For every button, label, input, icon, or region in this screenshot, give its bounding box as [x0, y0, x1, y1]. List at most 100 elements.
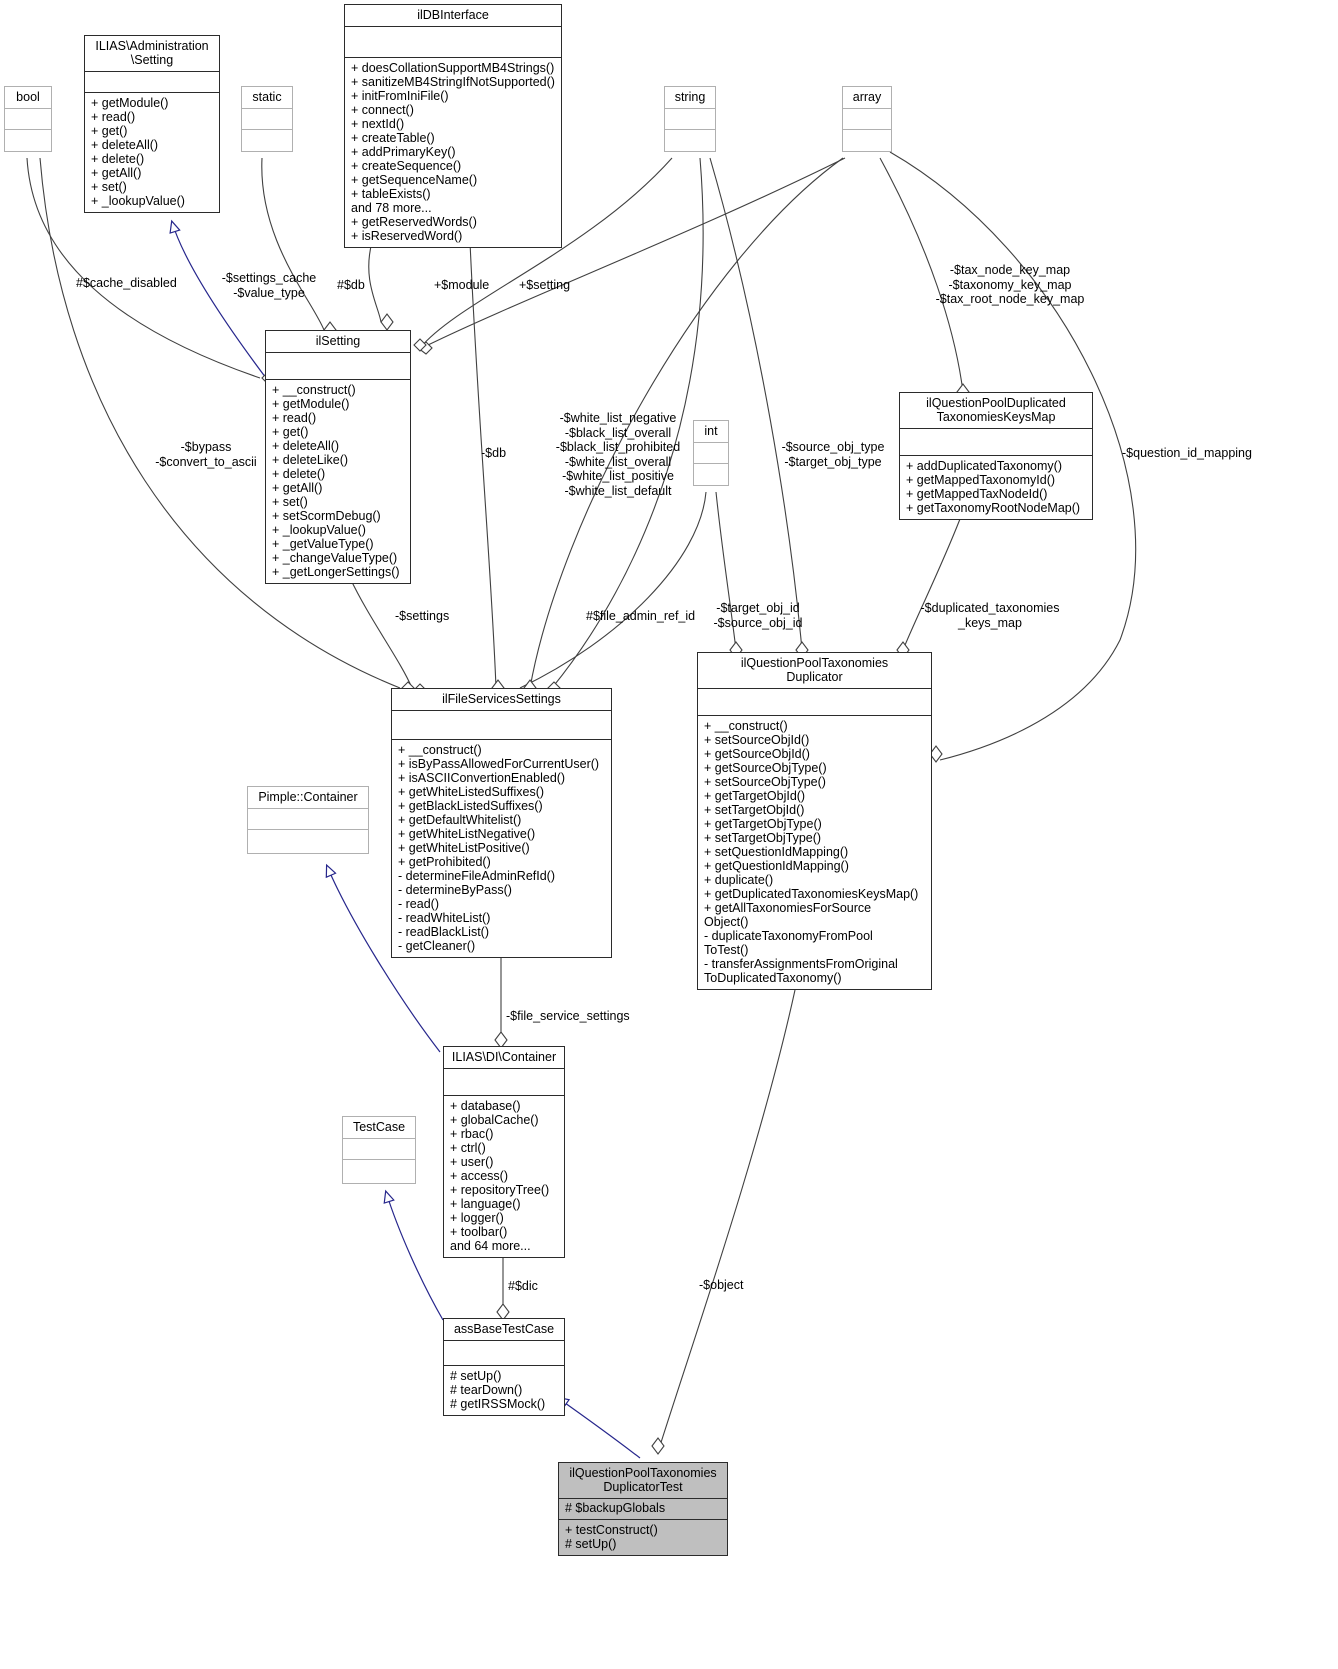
class-operations [5, 130, 51, 151]
class-box-pimple-container[interactable]: Pimple::Container [247, 786, 369, 854]
class-box-ilias-administration-setting[interactable]: ILIAS\Administration \Setting + getModul… [84, 35, 220, 213]
edge-label-setting: +$setting [519, 278, 571, 292]
edge-label-question-id-mapping: -$question_id_mapping [1122, 446, 1252, 460]
class-title: ilFileServicesSettings [442, 692, 561, 706]
class-operations: + testConstruct() # setUp() [565, 1523, 658, 1551]
class-title: Pimple::Container [258, 790, 358, 804]
class-box-int[interactable]: int [693, 420, 729, 486]
class-title: ILIAS\DI\Container [451, 1050, 557, 1064]
class-box-assbasetestcase[interactable]: assBaseTestCase # setUp() # tearDown() #… [443, 1318, 565, 1416]
class-box-bool[interactable]: bool [4, 86, 52, 152]
divider [444, 1340, 564, 1341]
class-operations [843, 130, 891, 151]
divider [5, 129, 51, 130]
class-operations: + doesCollationSupportMB4Strings() + san… [351, 61, 555, 243]
edge-label-white-black-lists: -$white_list_negative -$black_list_overa… [555, 411, 681, 498]
edge-label-bypass-convert-to-ascii: -$bypass -$convert_to_ascii [155, 440, 257, 469]
class-operations: # setUp() # tearDown() # getIRSSMock() [450, 1369, 546, 1411]
class-title: ilSetting [315, 334, 361, 348]
class-title: array [852, 90, 882, 104]
divider [343, 1138, 415, 1139]
divider [559, 1498, 727, 1499]
class-operations: + getModule() + read() + get() + deleteA… [91, 96, 185, 208]
class-attributes: # $backupGlobals [565, 1501, 666, 1515]
divider [242, 129, 292, 130]
divider [345, 57, 561, 58]
class-attributes [444, 1069, 564, 1095]
class-box-ilfileservicessettings[interactable]: ilFileServicesSettings + __construct() +… [391, 688, 612, 958]
class-title: TestCase [352, 1120, 406, 1134]
class-box-ilias-di-container[interactable]: ILIAS\DI\Container + database() + global… [443, 1046, 565, 1258]
class-attributes [444, 1341, 564, 1365]
class-operations: + database() + globalCache() + rbac() + … [450, 1099, 550, 1253]
divider [85, 71, 219, 72]
class-box-array[interactable]: array [842, 86, 892, 152]
class-attributes [85, 72, 219, 92]
class-operations: + __construct() + getModule() + read() +… [272, 383, 400, 579]
class-title: static [252, 90, 282, 104]
class-title: ilQuestionPoolTaxonomies Duplicator [740, 656, 889, 684]
divider [698, 688, 931, 689]
class-attributes [5, 109, 51, 129]
divider [248, 829, 368, 830]
class-title: int [704, 424, 718, 438]
divider [843, 108, 891, 109]
class-attributes [694, 443, 728, 463]
divider [559, 1519, 727, 1520]
edge-label-db-protected: #$db [337, 278, 365, 292]
class-box-static[interactable]: static [241, 86, 293, 152]
class-attributes [665, 109, 715, 129]
divider [843, 129, 891, 130]
class-box-ilquestionpooltaxonomiesduplicator[interactable]: ilQuestionPoolTaxonomies Duplicator + __… [697, 652, 932, 990]
class-attributes [248, 809, 368, 829]
class-title: ILIAS\Administration \Setting [95, 39, 209, 67]
divider [392, 710, 611, 711]
edge-label-file-service-settings: -$file_service_settings [506, 1009, 630, 1023]
class-operations: + __construct() + isByPassAllowedForCurr… [398, 743, 600, 953]
class-attributes [343, 1139, 415, 1159]
class-attributes [900, 429, 1092, 455]
edge-label-module: +$module [434, 278, 490, 292]
divider [444, 1365, 564, 1366]
class-operations [242, 130, 292, 151]
divider [392, 739, 611, 740]
class-operations: + __construct() + setSourceObjId() + get… [704, 719, 919, 985]
class-title: assBaseTestCase [453, 1322, 555, 1336]
divider [345, 26, 561, 27]
divider [665, 108, 715, 109]
class-title: string [674, 90, 706, 104]
class-operations [694, 464, 728, 485]
edge-label-cache-disabled: #$cache_disabled [76, 276, 177, 290]
edge-label-settings: -$settings [395, 609, 450, 623]
class-box-ilquestionpooltaxonomiesduplicatortest[interactable]: ilQuestionPoolTaxonomies DuplicatorTest … [558, 1462, 728, 1556]
class-box-ilquestionpoolduplicatedtaxonomieskeysmap[interactable]: ilQuestionPoolDuplicated TaxonomiesKeysM… [899, 392, 1093, 520]
class-title: ilQuestionPoolDuplicated TaxonomiesKeysM… [926, 396, 1066, 424]
class-title: ilDBInterface [417, 8, 489, 22]
divider [85, 92, 219, 93]
class-operations [343, 1160, 415, 1183]
class-operations [248, 830, 368, 853]
class-box-ildbinterface[interactable]: ilDBInterface + doesCollationSupportMB4S… [344, 4, 562, 248]
edge-label-duplicated-taxonomies-keys-map: -$duplicated_taxonomies _keys_map [920, 601, 1060, 630]
class-operations [665, 130, 715, 151]
divider [444, 1068, 564, 1069]
edge-label-target-source-obj-id: -$target_obj_id -$source_obj_id [713, 601, 803, 630]
edge-label-source-target-obj-type: -$source_obj_type -$target_obj_type [781, 440, 885, 469]
class-attributes [698, 689, 931, 715]
class-title: ilQuestionPoolTaxonomies DuplicatorTest [569, 1466, 717, 1494]
divider [665, 129, 715, 130]
edge-label-tax-node-key-map: -$tax_node_key_map -$taxonomy_key_map -$… [935, 263, 1085, 306]
edge-label-settings-cache-value-type: -$settings_cache -$value_type [221, 271, 317, 300]
class-box-testcase[interactable]: TestCase [342, 1116, 416, 1184]
class-box-string[interactable]: string [664, 86, 716, 152]
class-attributes [345, 27, 561, 57]
class-title: bool [16, 90, 40, 104]
edge-label-dic: #$dic [508, 1279, 538, 1293]
divider [248, 808, 368, 809]
divider [698, 715, 931, 716]
class-box-ilsetting[interactable]: ilSetting + __construct() + getModule() … [265, 330, 411, 584]
divider [5, 108, 51, 109]
class-operations: + addDuplicatedTaxonomy() + getMappedTax… [906, 459, 1081, 515]
class-attributes [242, 109, 292, 129]
